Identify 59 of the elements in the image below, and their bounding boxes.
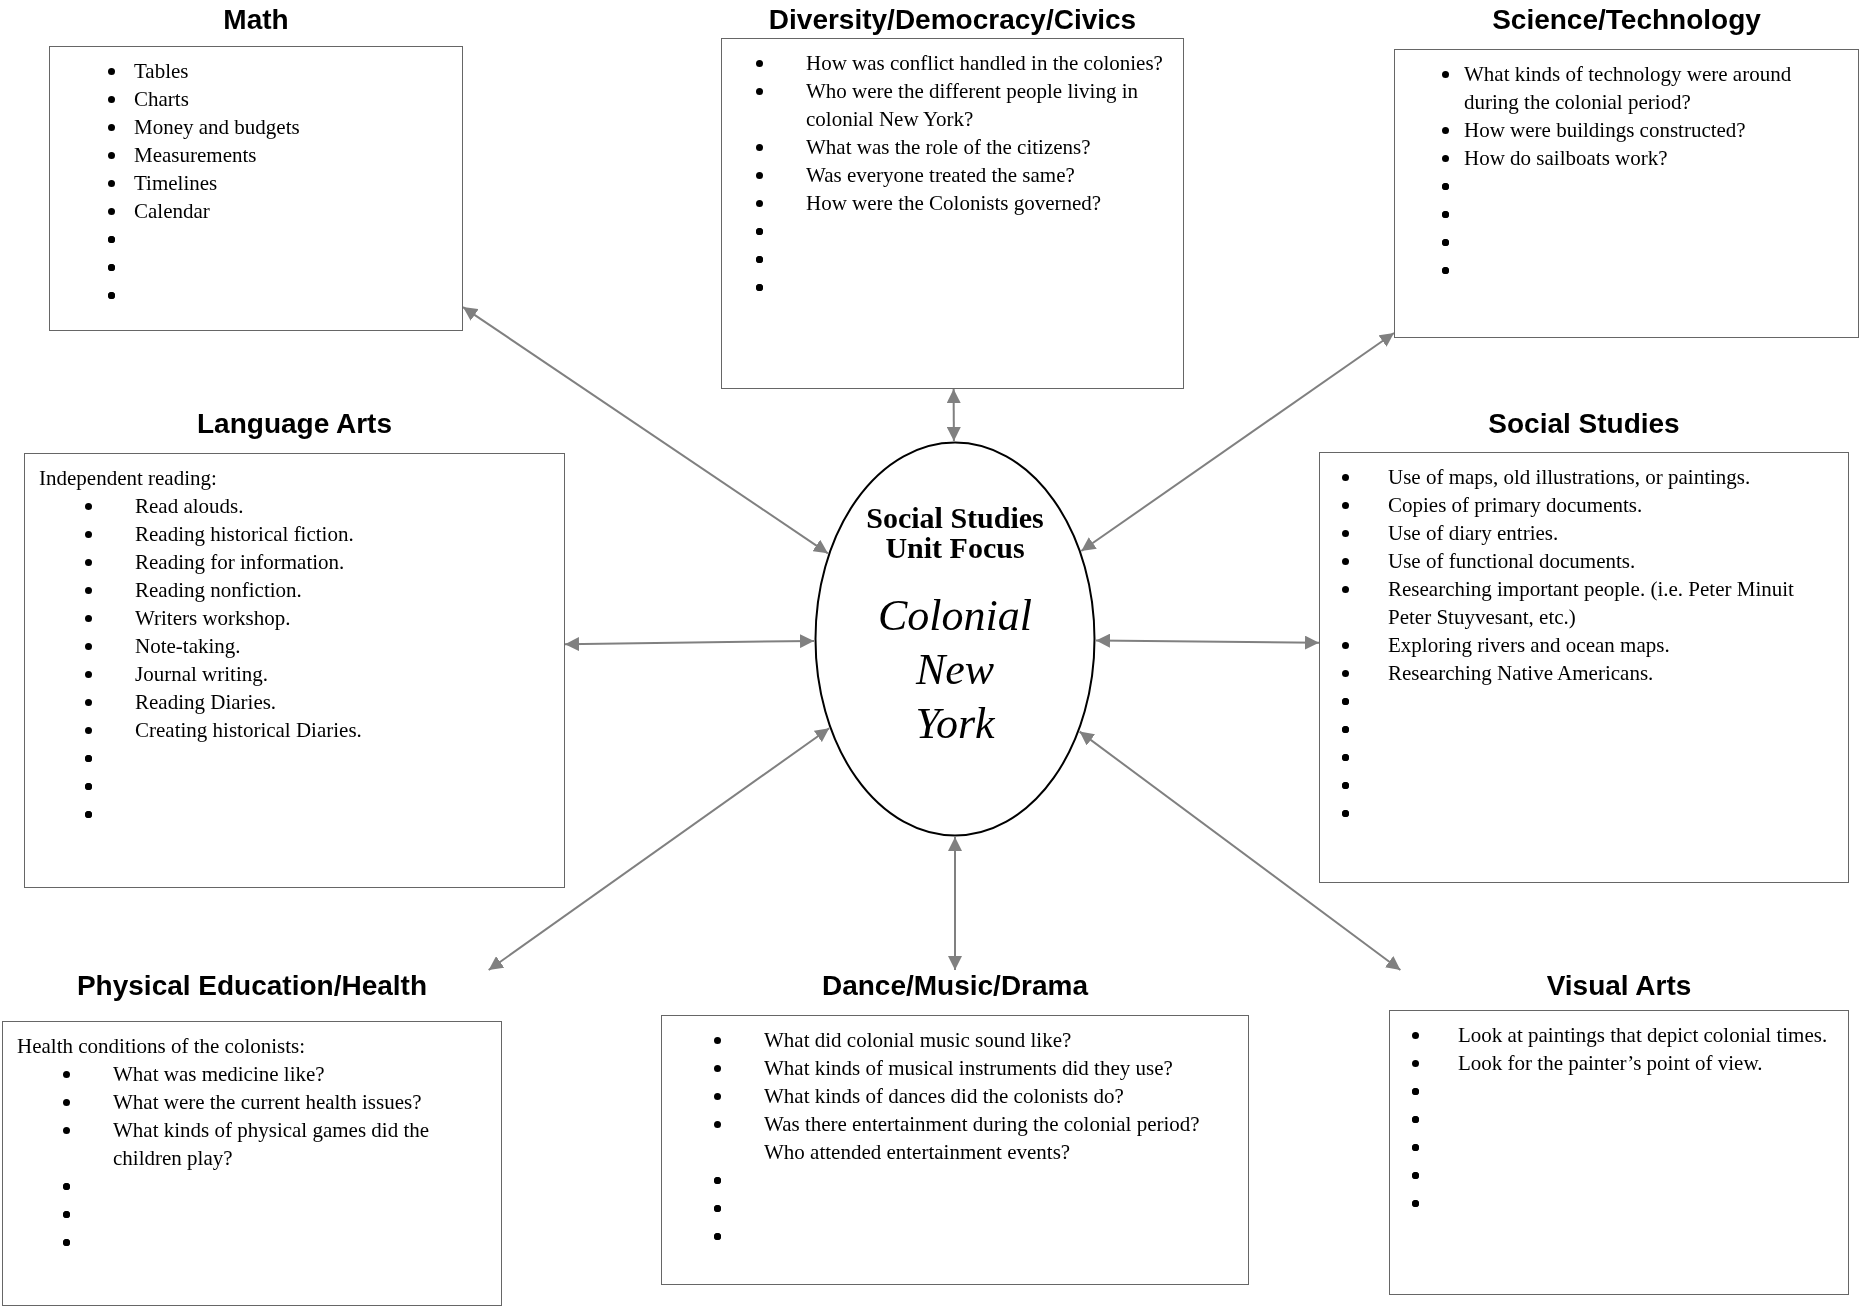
list-item: Read alouds. — [39, 492, 550, 520]
list-item: Use of diary entries. — [1334, 519, 1834, 547]
list-item: Measurements — [64, 141, 448, 169]
heading: Dance/Music/Drama — [820, 970, 1090, 1002]
heading: Science/Technology — [1491, 4, 1762, 36]
list-item: Use of functional documents. — [1334, 547, 1834, 575]
arrow — [946, 388, 961, 442]
heading: Physical Education/Health — [75, 970, 429, 1002]
arrow — [462, 306, 829, 555]
arrow — [564, 634, 815, 652]
list-item: Exploring rivers and ocean maps. — [1334, 631, 1834, 659]
list-item: What kinds of technology were around during the colonial period? — [1409, 60, 1844, 116]
list-item: Use of maps, old illustrations, or paintings. — [1334, 463, 1834, 491]
list-item: What kinds of dances did the colonists do? — [676, 1082, 1234, 1110]
arrow — [1095, 633, 1320, 650]
list-item: How were the Colonists governed? — [736, 189, 1169, 217]
list-item: Reading historical fiction. — [39, 520, 550, 548]
list-item: Was everyone treated the same? — [736, 161, 1169, 189]
list-item: What were the current health issues? — [17, 1088, 487, 1116]
list-item: Creating historical Diaries. — [39, 716, 550, 744]
intro-text: Health conditions of the colonists: — [17, 1033, 307, 1060]
list-item: Copies of primary documents. — [1334, 491, 1834, 519]
list-item: Timelines — [64, 169, 448, 197]
heading: Math — [222, 4, 290, 36]
list-item: What was medicine like? — [17, 1060, 487, 1088]
list-item: Writers workshop. — [39, 604, 550, 632]
list-item: Researching important people. (i.e. Peter Minuit Peter Stuyvesant, etc.) — [1334, 575, 1834, 631]
list-item: Was there entertainment during the colonial period? Who attended entertainment events? — [676, 1110, 1234, 1166]
arrow — [487, 727, 831, 971]
list-item: Look at paintings that depict colonial times. — [1404, 1021, 1834, 1049]
list-item: Reading for information. — [39, 548, 550, 576]
list-item: Researching Native Americans. — [1334, 659, 1834, 687]
heading: Diversity/Democracy/Civics — [767, 4, 1138, 36]
arrow — [1078, 730, 1402, 971]
list-item: Calendar — [64, 197, 448, 225]
list-item: Who were the different people living in colonial New York? — [736, 77, 1169, 133]
list-item: Tables — [64, 57, 448, 85]
list-item: How was conflict handled in the colonies? — [736, 49, 1169, 77]
list-item: Reading Diaries. — [39, 688, 550, 716]
focus-subtitle: Social Studies Unit Focus — [865, 503, 1045, 563]
list-item: What kinds of physical games did the children play? — [17, 1116, 487, 1172]
heading: Social Studies — [1487, 408, 1681, 440]
list-item: What kinds of musical instruments did they use? — [676, 1054, 1234, 1082]
intro-text: Independent reading: — [39, 465, 218, 492]
list-item: Note-taking. — [39, 632, 550, 660]
heading: Language Arts — [196, 408, 393, 440]
list-item: Money and budgets — [64, 113, 448, 141]
list-item: Look for the painter’s point of view. — [1404, 1049, 1834, 1077]
list-item: What was the role of the citizens? — [736, 133, 1169, 161]
arrow — [948, 836, 962, 971]
heading: Visual Arts — [1545, 970, 1693, 1002]
list-item: Journal writing. — [39, 660, 550, 688]
list-item: Charts — [64, 85, 448, 113]
arrow — [1080, 332, 1395, 552]
list-item: How do sailboats work? — [1409, 144, 1844, 172]
list-item: How were buildings constructed? — [1409, 116, 1844, 144]
list-item: What did colonial music sound like? — [676, 1026, 1234, 1054]
list-item: Reading nonfiction. — [39, 576, 550, 604]
focus-title: Colonial New York — [877, 590, 1033, 750]
